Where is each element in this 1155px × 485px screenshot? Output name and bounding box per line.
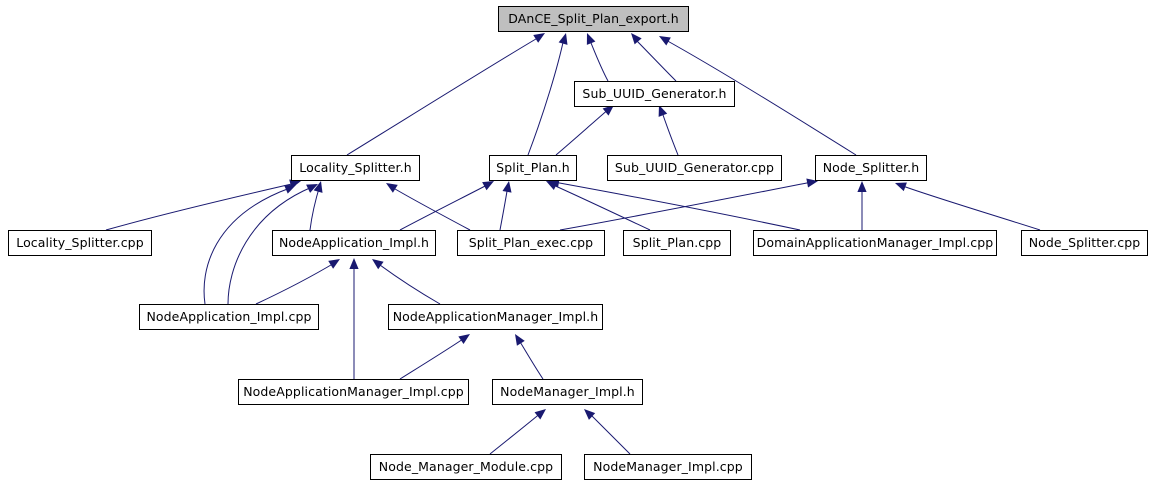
graph-node-label: NodeApplication_Impl.h [278, 234, 430, 250]
graph-node-nodeappmgr_impl_cpp[interactable]: NodeApplicationManager_Impl.cpp [238, 379, 469, 405]
graph-node-node_manager_module_cpp[interactable]: Node_Manager_Module.cpp [370, 454, 562, 480]
graph-node-label: NodeApplicationManager_Impl.cpp [243, 383, 464, 399]
edge-split_plan_cpp-to-split_plan_h [550, 183, 651, 231]
edge-sub_uuid_generator_h-to-dance_export [588, 37, 609, 82]
edge-sub_uuid_generator_cpp-to-sub_uuid_generator_h [660, 108, 679, 156]
graph-node-locality_splitter_cpp[interactable]: Locality_Splitter.cpp [8, 230, 152, 256]
graph-node-label: Locality_Splitter.h [299, 159, 412, 175]
edge-node_manager_module_cpp-to-nodemanager_impl_h [489, 411, 543, 455]
graph-node-nodeapplication_impl_h[interactable]: NodeApplication_Impl.h [272, 230, 436, 256]
arrowhead-locality_splitter_h-to-dance_export [533, 33, 545, 43]
edge-nodeappmgr_impl_cpp-to-nodeappmgr_impl_h [399, 336, 467, 380]
arrowhead-nodeappmgr_impl_cpp-to-nodeappmgr_impl_h [458, 334, 470, 345]
graph-node-label: Sub_UUID_Generator.cpp [614, 159, 775, 175]
edge-nodeapplication_impl_h-to-locality_splitter_h [309, 184, 321, 231]
graph-node-locality_splitter_h[interactable]: Locality_Splitter.h [291, 155, 420, 181]
arrowhead-split_plan_exec_cpp-to-split_plan_h [502, 181, 512, 193]
edge-split_plan_exec_cpp-to-split_plan_h [499, 184, 509, 231]
graph-node-nodemanager_impl_h[interactable]: NodeManager_Impl.h [492, 379, 643, 405]
arrowhead-nodeapplication_impl_cpp-to-locality_splitter_h [306, 184, 318, 193]
graph-node-split_plan_exec_cpp[interactable]: Split_Plan_exec.cpp [457, 230, 605, 256]
graph-node-label: Split_Plan_exec.cpp [468, 234, 594, 250]
arrowhead-nodeapplication_impl_h-to-split_plan_h [482, 181, 494, 191]
arrowhead-split_plan_cpp-to-split_plan_h [546, 181, 558, 190]
arrowhead-split_plan_h-to-dance_export [558, 33, 568, 45]
arrowhead-nodeapplication_impl_cpp-to-locality_splitter_h [284, 185, 296, 194]
arrowhead-node_splitter_h-to-dance_export [659, 36, 671, 46]
arrowhead-nodeapplication_impl_cpp-to-nodeapplication_impl_h [328, 259, 340, 269]
arrowhead-nodeappmgr_impl_h-to-nodeapplication_impl_h [372, 259, 384, 270]
arrowhead-nodemanager_impl_cpp-to-nodemanager_impl_h [584, 409, 596, 420]
edge-locality_splitter_h-to-dance_export [346, 35, 542, 156]
arrowhead-sub_uuid_generator_h-to-dance_export [586, 33, 596, 45]
edge-nodeapplication_impl_h-to-split_plan_h [399, 183, 490, 231]
graph-node-label: NodeApplication_Impl.cpp [146, 308, 312, 324]
graph-node-label: NodeManager_Impl.cpp [593, 458, 743, 474]
graph-node-label: Node_Splitter.h [822, 159, 920, 175]
arrowhead-split_plan_exec_cpp-to-locality_splitter_h [386, 183, 398, 193]
graph-node-split_plan_h[interactable]: Split_Plan.h [489, 155, 577, 181]
graph-node-label: DomainApplicationManager_Impl.cpp [756, 234, 994, 250]
graph-node-label: Node_Manager_Module.cpp [378, 458, 554, 474]
edge-nodeappmgr_impl_h-to-nodeapplication_impl_h [375, 261, 441, 305]
edge-locality_splitter_cpp-to-locality_splitter_h [105, 182, 297, 231]
graph-node-sub_uuid_generator_cpp[interactable]: Sub_UUID_Generator.cpp [607, 155, 782, 181]
graph-node-sub_uuid_generator_h[interactable]: Sub_UUID_Generator.h [574, 81, 735, 107]
graph-node-label: Sub_UUID_Generator.h [582, 85, 727, 101]
arrowhead-nodemanager_impl_h-to-nodeappmgr_impl_h [515, 334, 525, 346]
edge-sub_uuid_generator_h-to-dance_export [633, 37, 677, 82]
graph-node-split_plan_cpp[interactable]: Split_Plan.cpp [623, 230, 731, 256]
arrowhead-node_splitter_cpp-to-node_splitter_h [895, 182, 907, 192]
edge-node_splitter_cpp-to-node_splitter_h [899, 184, 1041, 231]
graph-node-label: DAnCE_Split_Plan_export.h [508, 10, 679, 26]
edge-split_plan_exec_cpp-to-locality_splitter_h [389, 185, 471, 231]
edge-nodemanager_impl_cpp-to-nodemanager_impl_h [587, 411, 631, 455]
graph-node-domainappmgr_impl_cpp[interactable]: DomainApplicationManager_Impl.cpp [753, 230, 997, 256]
edge-split_plan_h-to-dance_export [527, 37, 565, 156]
arrowhead-nodeapplication_impl_h-to-locality_splitter_h [313, 181, 323, 193]
edge-nodemanager_impl_h-to-nodeappmgr_impl_h [516, 336, 544, 380]
edge-domainappmgr_impl_cpp-to-split_plan_h [553, 181, 801, 231]
graph-node-node_splitter_cpp[interactable]: Node_Splitter.cpp [1021, 230, 1148, 256]
graph-node-label: Node_Splitter.cpp [1028, 234, 1141, 250]
graph-node-label: NodeApplicationManager_Impl.h [392, 308, 599, 324]
graph-node-nodeapplication_impl_cpp[interactable]: NodeApplication_Impl.cpp [139, 304, 319, 330]
graph-node-label: Split_Plan.h [496, 159, 570, 175]
arrowhead-domainappmgr_impl_cpp-to-node_splitter_h [857, 181, 867, 192]
graph-node-nodeappmgr_impl_h[interactable]: NodeApplicationManager_Impl.h [388, 304, 603, 330]
edge-nodeapplication_impl_cpp-to-nodeapplication_impl_h [255, 261, 337, 305]
graph-node-node_splitter_h[interactable]: Node_Splitter.h [815, 155, 927, 181]
arrowhead-nodeappmgr_impl_cpp-to-nodeapplication_impl_h [349, 258, 359, 269]
graph-node-dance_export: DAnCE_Split_Plan_export.h [498, 6, 689, 32]
graph-node-label: Split_Plan.cpp [632, 234, 722, 250]
arrowhead-node_manager_module_cpp-to-nodemanager_impl_h [534, 409, 546, 420]
edge-split_plan_exec_cpp-to-node_splitter_h [559, 181, 813, 231]
graph-node-label: NodeManager_Impl.h [500, 383, 635, 399]
graph-node-label: Locality_Splitter.cpp [16, 234, 144, 250]
graph-node-nodemanager_impl_cpp[interactable]: NodeManager_Impl.cpp [584, 454, 752, 480]
arrowhead-sub_uuid_generator_h-to-dance_export [631, 33, 642, 45]
edge-split_plan_h-to-sub_uuid_generator_h [555, 107, 611, 156]
